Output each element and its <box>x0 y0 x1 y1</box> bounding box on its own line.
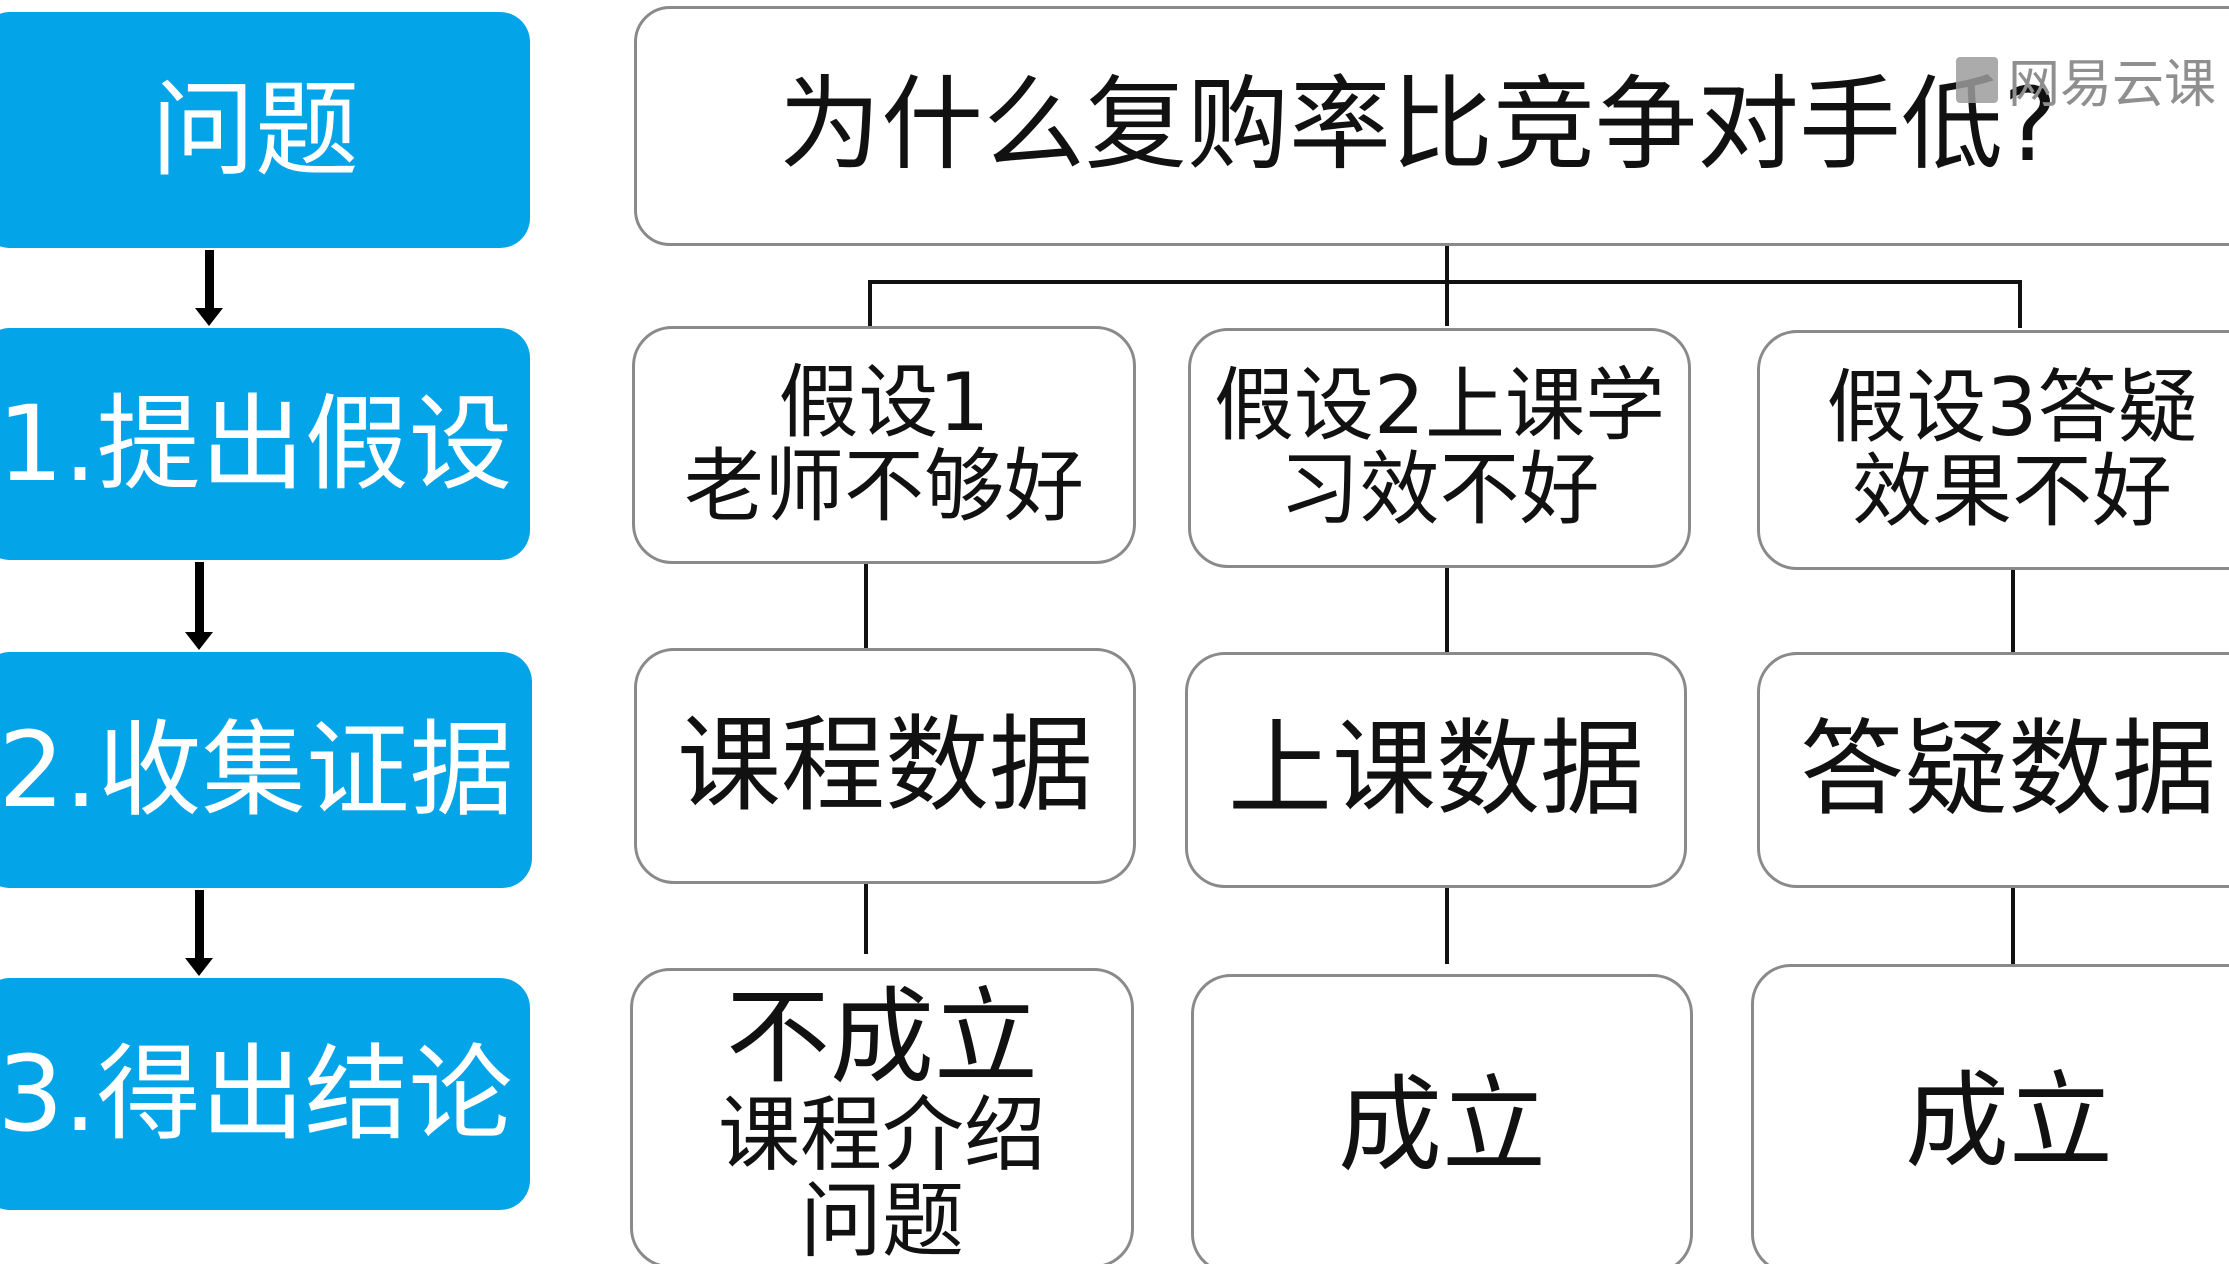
evidence-box: 课程数据 <box>634 648 1136 884</box>
hypothesis-desc: 习效不好 <box>1279 443 1600 536</box>
conclusion-box: 成立 <box>1191 974 1693 1264</box>
hypothesis-box: 假设1 老师不够好 <box>632 326 1136 564</box>
watermark: 网易云课 <box>1956 42 2216 117</box>
connector-line <box>2011 816 2015 964</box>
step-hypothesis-label: 1.提出假设 <box>0 383 513 505</box>
connector-line <box>864 882 868 954</box>
conclusion-detail: 课程介绍 <box>717 1088 1046 1184</box>
step-conclusion: 3.得出结论 <box>0 978 530 1210</box>
conclusion-box: 成立 <box>1751 964 2229 1264</box>
hypothesis-desc: 效果不好 <box>1852 445 2172 538</box>
evidence-text: 上课数据 <box>1227 708 1644 831</box>
hypothesis-box: 假设2上课学 习效不好 <box>1188 328 1691 568</box>
evidence-box: 上课数据 <box>1185 652 1687 888</box>
arrow-down-icon <box>185 562 213 650</box>
arrow-down-icon <box>195 250 223 326</box>
step-hypothesis: 1.提出假设 <box>0 328 530 560</box>
conclusion-main: 成立 <box>1904 1060 2113 1182</box>
hypothesis-title: 假设3答疑 <box>1826 361 2198 454</box>
evidence-text: 答疑数据 <box>1800 708 2217 831</box>
connector-line <box>868 280 2022 284</box>
netease-logo-icon <box>1956 56 1998 103</box>
question-text: 为什么复购率比竞争对手低? <box>779 66 2058 186</box>
conclusion-main: 不成立 <box>725 976 1038 1098</box>
question-box: 为什么复购率比竞争对手低? <box>634 6 2229 246</box>
hypothesis-desc: 老师不够好 <box>684 440 1084 533</box>
arrow-down-icon <box>185 890 213 976</box>
conclusion-detail: 问题 <box>799 1174 964 1264</box>
connector-line <box>1445 568 1449 652</box>
evidence-box: 答疑数据 <box>1757 652 2229 888</box>
evidence-text: 课程数据 <box>676 704 1093 827</box>
connector-line <box>2018 280 2022 328</box>
hypothesis-title: 假设2上课学 <box>1214 359 1665 452</box>
step-problem: 问题 <box>0 12 530 248</box>
conclusion-box: 不成立 课程介绍 问题 <box>630 968 1134 1264</box>
hypothesis-box: 假设3答疑 效果不好 <box>1757 330 2229 570</box>
connector-line <box>868 280 872 328</box>
step-problem-label: 问题 <box>150 69 359 191</box>
hypothesis-title: 假设1 <box>778 356 990 449</box>
connector-line <box>1445 246 1449 326</box>
step-evidence: 2.收集证据 <box>0 652 532 888</box>
step-evidence-label: 2.收集证据 <box>0 709 514 831</box>
conclusion-main: 成立 <box>1337 1064 1546 1186</box>
connector-line <box>2011 570 2015 652</box>
connector-line <box>864 564 868 648</box>
step-conclusion-label: 3.得出结论 <box>0 1033 513 1155</box>
watermark-text: 网易云课 <box>2008 55 2217 115</box>
connector-line <box>1445 886 1449 964</box>
